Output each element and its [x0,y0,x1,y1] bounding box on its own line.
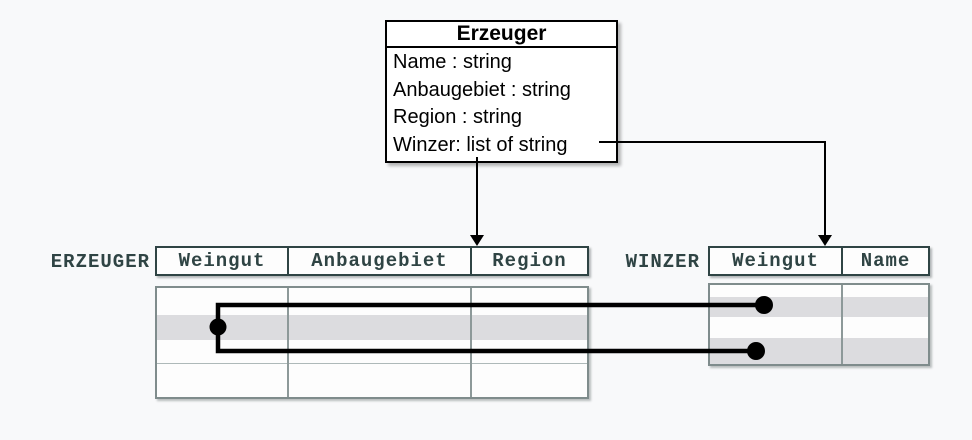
uml-class-box-erzeuger: Erzeuger Name : string Anbaugebiet : str… [385,20,618,163]
winzer-row-4-highlighted [710,338,928,364]
winzer-table-label: WINZER [625,251,700,273]
erzeuger-header-row: Weingut Anbaugebiet Region [155,246,589,276]
erzeuger-col-region: Region [492,250,567,272]
winzer-table-body [708,283,930,366]
arrowhead-down-icon [470,235,484,246]
winzer-column-divider-1 [841,285,843,364]
erzeuger-row-3 [157,340,587,364]
class-attribute-region: Region : string [393,106,522,128]
winzer-col-weingut: Weingut [710,248,843,274]
class-attribute-name: Name : string [393,51,512,73]
winzer-col-name: Name [860,250,911,272]
erzeuger-row-2-highlighted [157,315,587,340]
erzeuger-column-divider-2 [470,288,472,397]
erzeuger-table-label: ERZEUGER [50,251,150,273]
winzer-row-2-highlighted [710,297,928,317]
class-title: Erzeuger [387,22,616,48]
erzeuger-row-1 [157,288,587,315]
winzer-header-row: Weingut Name [708,246,930,276]
class-to-erzeuger-arrow [470,157,484,246]
class-attribute-winzer: Winzer: list of string [393,133,568,156]
erzeuger-col-anbaugebiet: Anbaugebiet [289,248,472,274]
class-attribute-list: Name : string Anbaugebiet : string Regio… [387,48,616,161]
arrowhead-down-icon [818,235,832,246]
erzeuger-table-body [155,286,589,399]
erzeuger-row-4 [157,364,587,397]
class-attribute-anbaugebiet: Anbaugebiet : string [393,78,571,101]
erzeuger-column-divider-1 [287,288,289,397]
winzer-row-3 [710,317,928,338]
winzer-row-1 [710,285,928,297]
winzer-attr-to-winzer-arrow [599,141,832,246]
erzeuger-col-weingut: Weingut [157,248,289,274]
